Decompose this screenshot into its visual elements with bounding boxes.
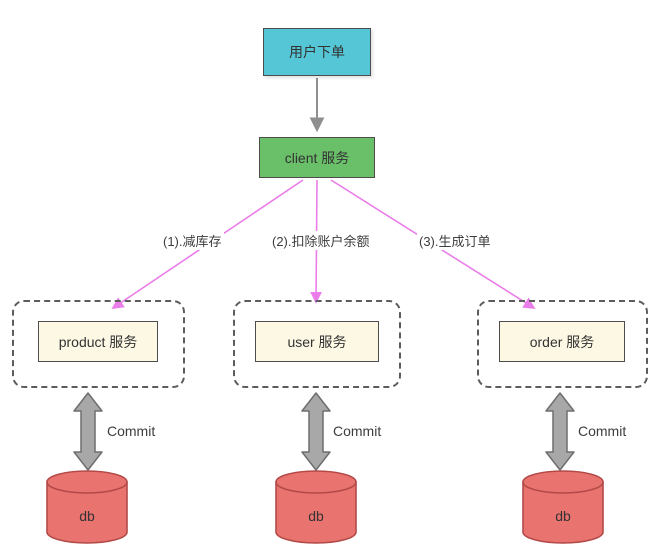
- group-product-service: [12, 300, 185, 388]
- edge-label-reduce-stock: (1).减库存: [161, 231, 224, 250]
- node-user-service-label: user 服务: [287, 333, 347, 350]
- db-label-order: db: [555, 508, 571, 524]
- commit-double-arrow-user: [301, 392, 331, 471]
- node-product-service-label: product 服务: [58, 333, 138, 350]
- node-user-service: user 服务: [255, 321, 379, 362]
- commit-double-arrow-product: [73, 392, 103, 471]
- commit-label-user: Commit: [333, 423, 382, 439]
- db-label-user: db: [308, 508, 324, 524]
- database-cylinder-product: [46, 470, 128, 544]
- node-user-order-label: 用户下单: [289, 44, 345, 60]
- commit-label-product: Commit: [107, 423, 156, 439]
- db-label-product: db: [79, 508, 95, 524]
- node-product-service: product 服务: [38, 321, 158, 362]
- node-user-order: 用户下单: [263, 28, 371, 76]
- node-client-service: client 服务: [259, 137, 375, 178]
- group-user-service: [233, 300, 401, 388]
- commit-double-arrow-order: [545, 392, 575, 471]
- edge-label-create-order: (3).生成订单: [417, 231, 493, 250]
- group-order-service: [477, 300, 648, 388]
- edge-label-deduct-balance: (2).扣除账户余额: [270, 231, 372, 250]
- node-client-service-label: client 服务: [284, 149, 350, 166]
- node-order-service: order 服务: [499, 321, 625, 362]
- database-cylinder-order: [522, 470, 604, 544]
- commit-label-order: Commit: [578, 423, 627, 439]
- database-cylinder-user: [275, 470, 357, 544]
- node-order-service-label: order 服务: [529, 333, 595, 350]
